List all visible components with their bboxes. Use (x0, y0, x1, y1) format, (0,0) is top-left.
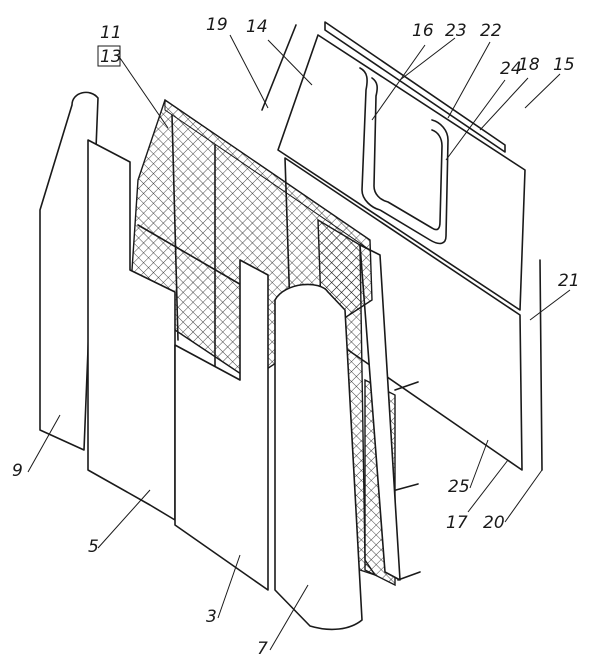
window-inner-24 (371, 77, 443, 231)
leader-24 (445, 79, 506, 161)
leader-23 (399, 37, 456, 81)
leader-lines (27, 34, 571, 651)
leader-3 (217, 554, 241, 619)
leader-18 (479, 77, 529, 131)
panel-7 (274, 283, 363, 631)
label-13-box (97, 45, 121, 67)
window-frame-23 (359, 67, 449, 245)
leader-17 (467, 459, 509, 513)
leader-20 (504, 469, 543, 523)
front-panels (39, 91, 363, 631)
leader-7 (269, 584, 309, 651)
frame-horizontal (137, 224, 251, 291)
leader-9 (27, 414, 61, 473)
label-19: 19 (206, 15, 228, 35)
top-rail-18 (324, 21, 506, 153)
bracket-lower (397, 571, 421, 581)
label-5: 5 (88, 537, 99, 557)
label-17: 17 (446, 513, 468, 533)
label-20: 20 (483, 513, 505, 533)
label-14: 14 (246, 17, 268, 37)
label-11: 11 (100, 23, 122, 43)
leader-14 (267, 39, 313, 86)
label-13: 13 (100, 47, 122, 67)
callout-labels: 11 13 19 14 16 23 22 24 18 15 21 9 5 3 7… (12, 15, 580, 659)
leader-15 (524, 73, 561, 109)
leader-5 (97, 489, 151, 549)
label-24: 24 (500, 59, 522, 79)
edge-line-19 (261, 24, 297, 111)
label-22: 22 (480, 21, 502, 41)
leader-21 (529, 289, 571, 321)
panel-3 (174, 259, 269, 591)
frame-vertical-1 (171, 114, 179, 341)
upper-back-panel (277, 34, 526, 311)
label-7: 7 (257, 639, 268, 659)
label-15: 15 (553, 55, 575, 75)
bracket-mid (395, 483, 419, 491)
label-25: 25 (448, 477, 470, 497)
leader-25 (469, 439, 489, 489)
edge-line-20 (539, 259, 543, 471)
label-21: 21 (558, 271, 580, 291)
leader-11 (119, 57, 169, 129)
leader-19 (229, 34, 269, 109)
frame-top-bar (164, 99, 371, 251)
leader-16 (371, 44, 426, 121)
label-9: 9 (12, 461, 23, 481)
label-23: 23 (445, 21, 467, 41)
bracket-upper (394, 381, 419, 391)
label-18: 18 (518, 55, 540, 75)
panel-9 (39, 91, 99, 451)
label-3: 3 (206, 607, 217, 627)
label-16: 16 (412, 21, 434, 41)
leader-22 (447, 41, 491, 119)
